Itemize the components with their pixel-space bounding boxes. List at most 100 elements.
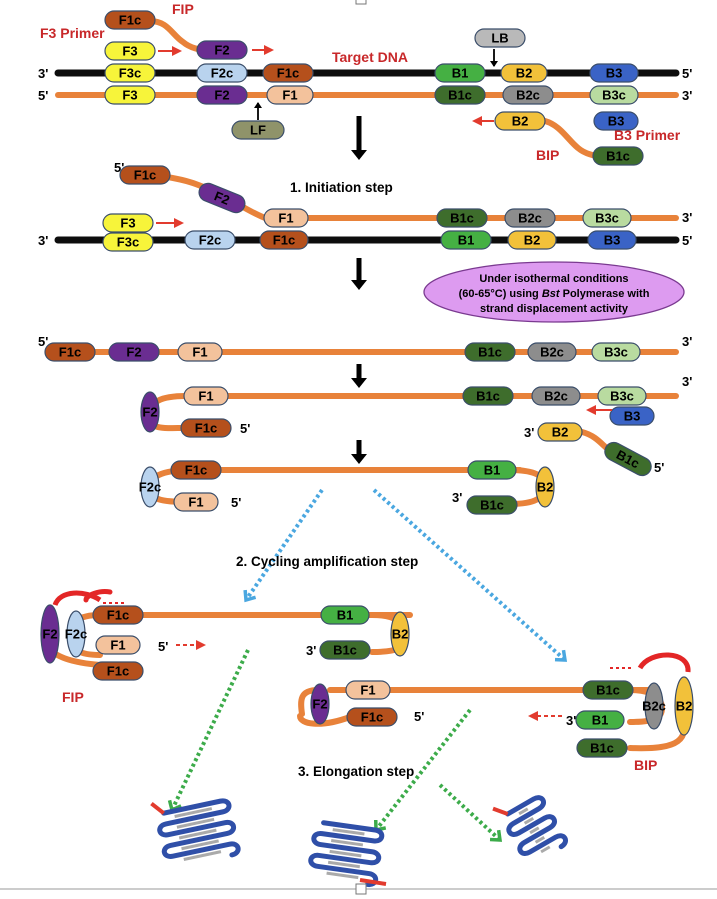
segment-shape bbox=[40, 604, 60, 664]
concatemer-core bbox=[332, 828, 365, 836]
segment-label: B1 bbox=[452, 66, 469, 81]
segment-shape bbox=[591, 342, 641, 362]
segment-b1c: B1c bbox=[319, 640, 371, 660]
segment-shape bbox=[95, 635, 141, 655]
concatemer-core bbox=[329, 849, 362, 858]
segment-label: F1c bbox=[134, 168, 156, 183]
segment-label: B1 bbox=[484, 463, 501, 478]
fip-label-2: FIP bbox=[62, 689, 84, 705]
segment-f1: F1 bbox=[173, 492, 219, 512]
segment-f2c: F2c bbox=[65, 610, 87, 658]
segment-f1c: F1c bbox=[119, 165, 171, 185]
segment-label: F2 bbox=[212, 188, 232, 208]
resize-handle[interactable] bbox=[355, 0, 367, 5]
segment-shape bbox=[587, 230, 637, 250]
segment-label: F3c bbox=[119, 66, 141, 81]
segment-b1c: B1c bbox=[464, 342, 516, 362]
segment-f3c: F3c bbox=[104, 63, 156, 83]
segment-b2c: B2c bbox=[504, 208, 556, 228]
concatemer-strand bbox=[157, 798, 241, 859]
segment-shape bbox=[180, 418, 232, 438]
segment-shape bbox=[589, 63, 639, 83]
segment-shape bbox=[494, 111, 546, 131]
concatemer-core bbox=[540, 845, 551, 854]
f3-primer-label: F3 Primer bbox=[40, 25, 105, 41]
segment-b2c: B2c bbox=[502, 85, 554, 105]
concatemer-core bbox=[181, 839, 219, 851]
segment-shape bbox=[102, 213, 154, 233]
step-arrow-head bbox=[351, 280, 367, 290]
segment-f2c: F2c bbox=[139, 466, 161, 508]
segment-label: F2 bbox=[214, 88, 229, 103]
end-label: 5' bbox=[414, 709, 424, 724]
segment-label: B3c bbox=[610, 389, 634, 404]
segment-f1c: F1c bbox=[92, 605, 144, 625]
segment-shape bbox=[104, 63, 156, 83]
segment-label: F1c bbox=[195, 421, 217, 436]
segment-shape bbox=[92, 661, 144, 681]
end-label: 5' bbox=[682, 66, 692, 81]
segment-label: B3 bbox=[606, 66, 623, 81]
segment-f1c: F1c bbox=[259, 230, 309, 250]
segment-label: B1c bbox=[590, 741, 614, 756]
segment-shape bbox=[104, 10, 156, 30]
segment-label: B1c bbox=[606, 149, 630, 164]
segment-f3: F3 bbox=[102, 213, 154, 233]
segment-shape bbox=[597, 386, 647, 406]
segment-f3: F3 bbox=[104, 85, 156, 105]
red-loop bbox=[637, 652, 691, 673]
segment-b2: B2 bbox=[674, 676, 694, 736]
segment-label: B1c bbox=[478, 345, 502, 360]
segment-shape bbox=[108, 342, 160, 362]
dotted-arrow-head bbox=[554, 649, 568, 662]
segment-shape bbox=[593, 111, 639, 131]
segment-lb: LB bbox=[474, 28, 526, 48]
segment-label: B1 bbox=[592, 713, 609, 728]
segment-shape bbox=[173, 492, 219, 512]
segment-label: F2c bbox=[199, 233, 221, 248]
fip-label: FIP bbox=[172, 1, 194, 17]
segment-b1c: B1c bbox=[462, 386, 514, 406]
segment-b1: B1 bbox=[434, 63, 486, 83]
segment-shape bbox=[259, 230, 309, 250]
end-label: 5' bbox=[231, 495, 241, 510]
strand-curve bbox=[297, 713, 353, 727]
segment-b1: B1 bbox=[575, 710, 625, 730]
step-arrow-head bbox=[351, 378, 367, 388]
segment-f1c: F1c bbox=[346, 707, 398, 727]
segment-shape bbox=[198, 182, 246, 214]
bip-label: BIP bbox=[536, 147, 559, 163]
end-label: 3' bbox=[524, 425, 534, 440]
end-label: 5' bbox=[654, 460, 664, 475]
red-loop bbox=[83, 589, 113, 603]
segment-label: F2c bbox=[211, 66, 233, 81]
segment-label: F1c bbox=[361, 710, 383, 725]
pointer-arrow-head bbox=[490, 61, 498, 67]
end-label: 3' bbox=[682, 374, 692, 389]
segment-label: B2c bbox=[642, 699, 666, 714]
segment-label: B1c bbox=[333, 643, 357, 658]
segment-shape bbox=[196, 63, 248, 83]
end-label: 3' bbox=[38, 233, 48, 248]
pointer-arrow-head bbox=[254, 102, 262, 108]
segment-shape bbox=[582, 208, 632, 228]
concatemer-strand bbox=[308, 820, 385, 887]
segment-f2: F2 bbox=[196, 85, 248, 105]
segment-b1c: B1c bbox=[436, 208, 488, 228]
segment-b3c: B3c bbox=[582, 208, 632, 228]
red-loop bbox=[52, 590, 102, 607]
end-label: 5' bbox=[38, 88, 48, 103]
segment-shape bbox=[464, 342, 516, 362]
resize-handle[interactable] bbox=[355, 883, 367, 895]
segment-shape bbox=[474, 28, 526, 48]
segment-shape bbox=[177, 342, 223, 362]
segment-b3: B3 bbox=[593, 111, 639, 131]
segment-shape bbox=[266, 85, 314, 105]
segment-shape bbox=[66, 610, 86, 658]
segment-b3c: B3c bbox=[597, 386, 647, 406]
segment-b1c: B1c bbox=[576, 738, 628, 758]
segment-label: B2 bbox=[512, 114, 529, 129]
segment-b2: B2 bbox=[390, 611, 410, 657]
segment-label: B1c bbox=[448, 88, 472, 103]
segment-shape bbox=[589, 85, 639, 105]
